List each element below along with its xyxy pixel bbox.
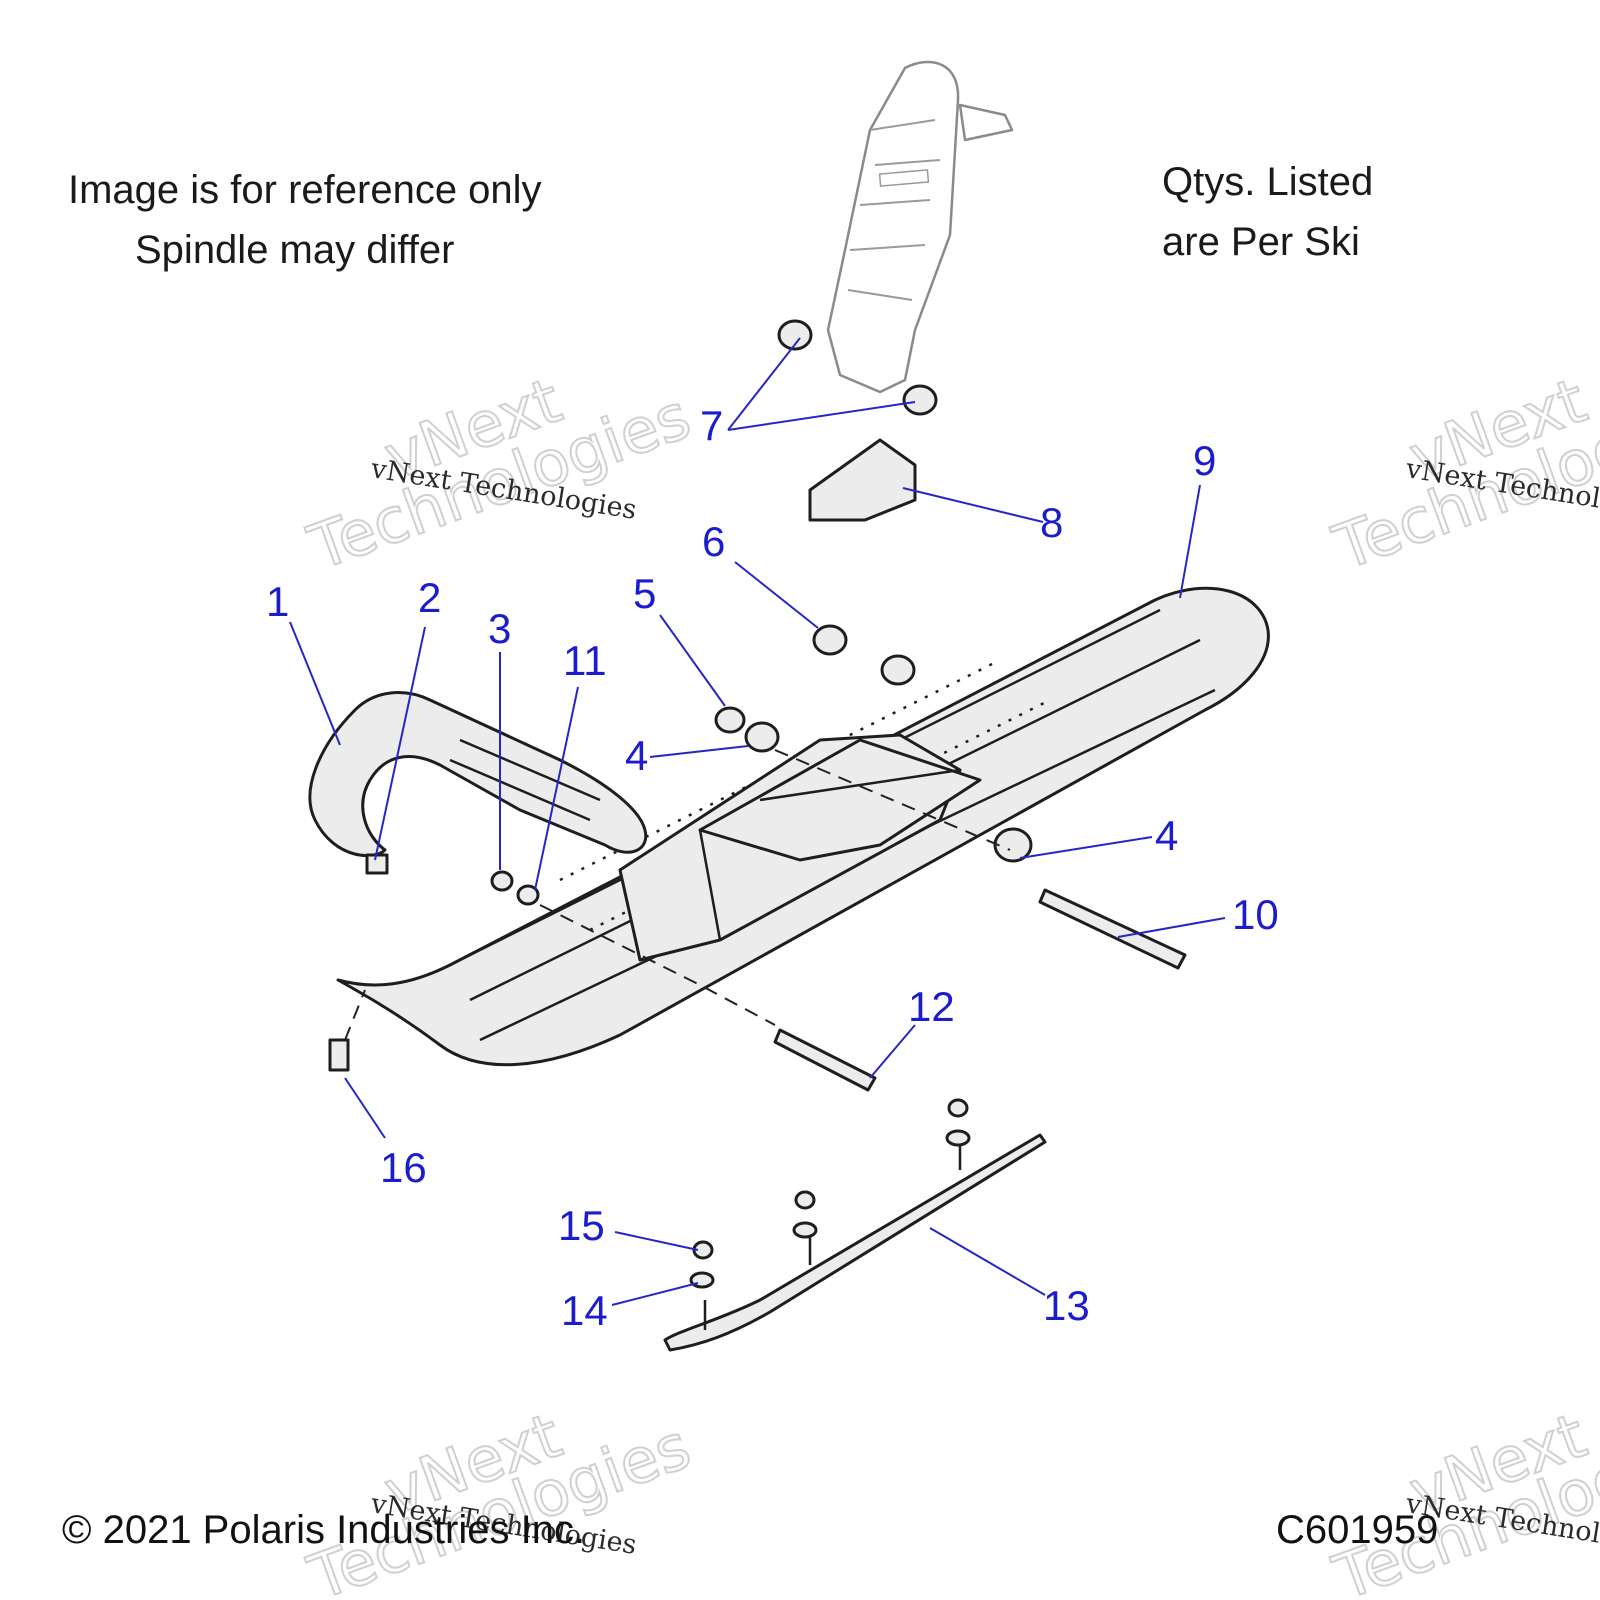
callout-14: 14 <box>561 1287 608 1334</box>
callout-4a: 4 <box>625 732 648 779</box>
skag-runner <box>663 1133 1047 1352</box>
leader-lines <box>289 337 1226 1306</box>
assembly-lines <box>344 749 1011 1041</box>
callout-6: 6 <box>702 518 725 565</box>
callout-15: 15 <box>558 1202 605 1249</box>
spindle <box>826 60 1014 394</box>
callout-13: 13 <box>1043 1282 1090 1329</box>
callout-16: 16 <box>380 1144 427 1191</box>
callouts: 1 2 3 4 4 5 6 7 8 9 10 11 12 13 14 15 16 <box>266 402 1279 1334</box>
callout-7: 7 <box>700 402 723 449</box>
callout-4b: 4 <box>1155 812 1178 859</box>
reference-note-line2: Spindle may differ <box>135 228 455 272</box>
callout-5: 5 <box>633 570 656 617</box>
callout-11: 11 <box>563 637 607 684</box>
qty-note-line1: Qtys. Listed <box>1162 160 1374 204</box>
callout-12: 12 <box>908 983 955 1030</box>
qty-note-line2: are Per Ski <box>1162 220 1360 264</box>
diagram-code: C601959 <box>1276 1508 1439 1552</box>
callout-10: 10 <box>1232 891 1279 938</box>
handle <box>308 691 648 857</box>
callout-1: 1 <box>266 578 289 625</box>
copyright: © 2021 Polaris Industries Inc. <box>62 1508 586 1552</box>
callout-8: 8 <box>1040 499 1063 546</box>
callout-2: 2 <box>418 574 441 621</box>
ski-body <box>336 586 1270 1067</box>
callout-3: 3 <box>488 605 511 652</box>
hardware <box>328 319 1187 1289</box>
reference-note-line1: Image is for reference only <box>68 168 542 212</box>
callout-9: 9 <box>1193 437 1216 484</box>
